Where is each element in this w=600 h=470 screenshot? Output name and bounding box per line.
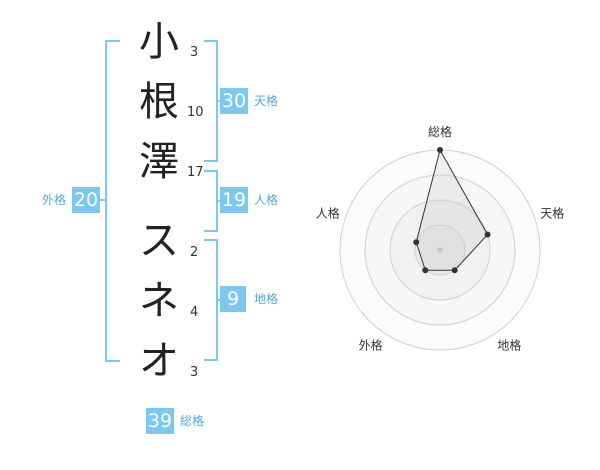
radar-axis-label-4: 外格 [359,337,383,352]
stroke-count-6: 3 [190,365,199,380]
stroke-count-2: 10 [187,105,204,120]
tenkaku-connector [216,100,220,102]
radar-axis-label-2: 天格 [540,206,564,221]
radar-center [437,247,443,253]
radar-point-4 [422,267,429,274]
chikaku-badge: 9 [220,286,246,312]
tenkaku-label: 天格 [254,94,279,108]
name-char-5: ネ [139,278,179,324]
name-char-1: 小 [139,19,179,65]
radar-point-3 [451,267,458,274]
radar-point-2 [484,231,491,238]
radar-point-5 [413,239,420,246]
radar-axis-label-5: 人格 [316,206,340,221]
radar-point-1 [437,147,443,153]
stroke-count-1: 3 [190,45,199,60]
jinkaku-badge: 19 [220,187,248,213]
chikaku-connector [216,299,220,301]
stroke-count-3: 17 [187,165,204,180]
radar-axis-label-1: 総格 [428,124,452,139]
name-char-2: 根 [139,79,179,125]
stroke-count-4: 2 [190,245,199,260]
radar-axis-label-3: 地格 [497,337,521,352]
tenkaku-badge: 30 [220,88,248,114]
radar-series-polygon [415,148,489,271]
chikaku-label: 地格 [254,292,279,306]
name-char-6: オ [139,338,179,384]
gaikaku-label: 外格 [42,193,67,207]
gaikaku-bracket [105,40,120,362]
gaikaku-connector [97,199,105,201]
name-char-4: ス [139,218,179,264]
soukaku-badge: 39 [146,408,174,434]
gaikaku-badge: 20 [72,187,100,213]
jinkaku-label: 人格 [254,193,279,207]
name-char-3: 澤 [139,139,179,185]
jinkaku-connector [216,200,220,202]
stroke-count-5: 4 [190,305,199,320]
soukaku-label: 総格 [180,414,205,428]
